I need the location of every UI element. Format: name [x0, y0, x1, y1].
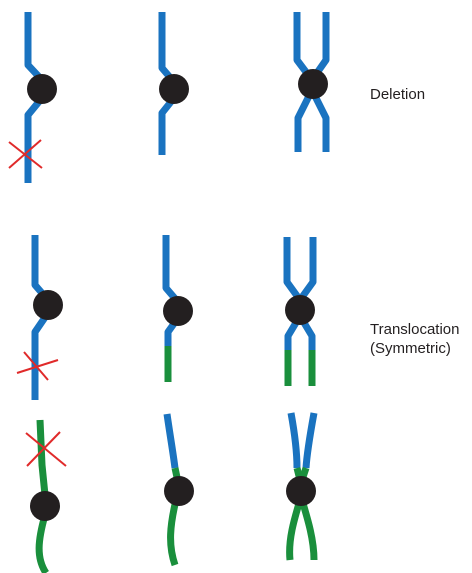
break-mark-icon	[25, 431, 67, 467]
deletion-chromosome-intact	[8, 12, 57, 183]
translocation-label-line-2: (Symmetric)	[370, 340, 451, 357]
centromere	[27, 74, 57, 104]
chromatid-arm-upper	[24, 12, 45, 83]
centromere	[163, 296, 193, 326]
translocated-segment	[163, 413, 179, 469]
chromatid-arm-lower	[31, 311, 51, 400]
deletion-label-line-1: Deletion	[370, 86, 426, 103]
translocated-segment-left	[287, 412, 301, 469]
deletion-chromosome-replicated	[293, 12, 330, 152]
chromatid-arm-upper	[36, 419, 49, 496]
chromatid-arm-lower	[167, 499, 180, 567]
chromatid-arm-lower	[35, 514, 50, 573]
deletion-chromosome-truncated	[158, 12, 189, 155]
sister-chromatid-right	[296, 237, 317, 350]
break-mark-icon	[16, 351, 59, 381]
translocation-blue-chromosome-intact	[16, 235, 63, 400]
translocation-label-line-1: Translocation	[370, 321, 460, 338]
translocation-green-chromosome-replicated	[286, 412, 318, 561]
chromatid-arm-lower	[158, 95, 177, 155]
translocation-green-chromosome-intact	[25, 419, 67, 573]
chromatid-arm-upper	[158, 12, 177, 85]
translocation-blue-chromosome-derivative	[162, 235, 193, 382]
centromere	[33, 290, 63, 320]
deletion-label: Deletion	[370, 85, 425, 104]
centromere	[159, 74, 189, 104]
translocation-row-blue	[16, 235, 317, 400]
translocation-row-green	[25, 412, 318, 573]
deletion-row	[8, 12, 330, 183]
centromere	[298, 69, 328, 99]
translocated-segment-right	[302, 412, 318, 469]
translocation-label: Translocation (Symmetric)	[370, 320, 460, 358]
translocation-green-chromosome-derivative	[163, 413, 194, 567]
translocation-blue-chromosome-replicated	[283, 237, 317, 386]
chromatid-arm-lower	[24, 95, 45, 183]
centromere	[286, 476, 316, 506]
centromere	[30, 491, 60, 521]
sister-chromatid-left	[283, 237, 304, 350]
centromere	[285, 295, 315, 325]
centromere	[164, 476, 194, 506]
chromatid-arm-upper	[162, 235, 181, 305]
break-mark-icon	[8, 139, 43, 169]
